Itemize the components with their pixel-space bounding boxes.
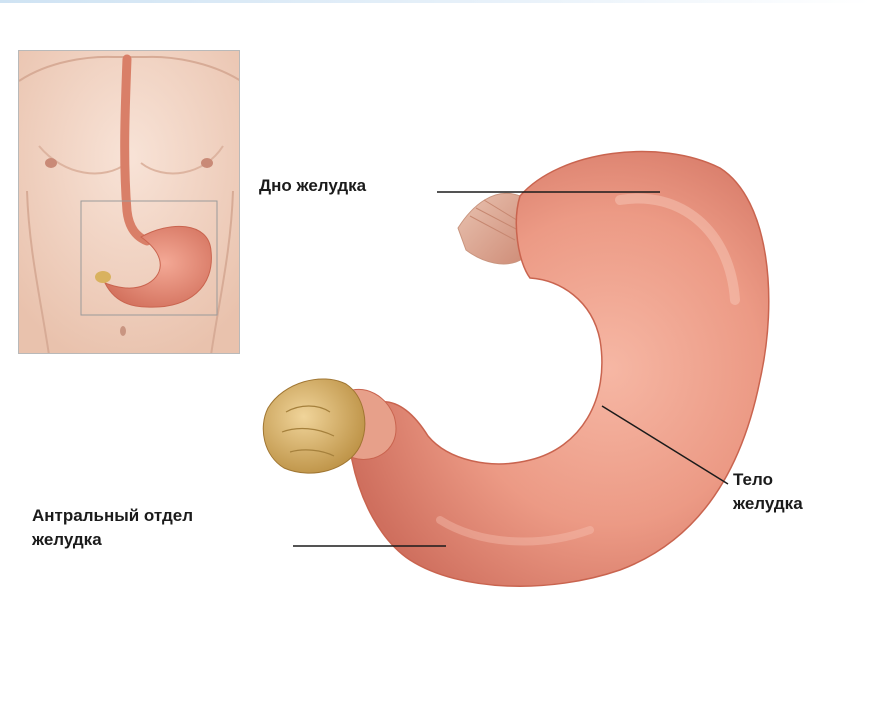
duodenum-stump xyxy=(263,379,365,473)
antrum-label-line2: желудка xyxy=(32,528,193,552)
body-label-line1: Тело xyxy=(733,468,803,492)
body-label: Тело желудка xyxy=(733,468,803,516)
antrum-label-line1: Антральный отдел xyxy=(32,504,193,528)
fundus-label: Дно желудка xyxy=(259,174,366,198)
body-label-line2: желудка xyxy=(733,492,803,516)
fundus-label-text: Дно желудка xyxy=(259,174,366,198)
stomach-body xyxy=(350,152,769,587)
antrum-label: Антральный отдел желудка xyxy=(32,504,193,552)
